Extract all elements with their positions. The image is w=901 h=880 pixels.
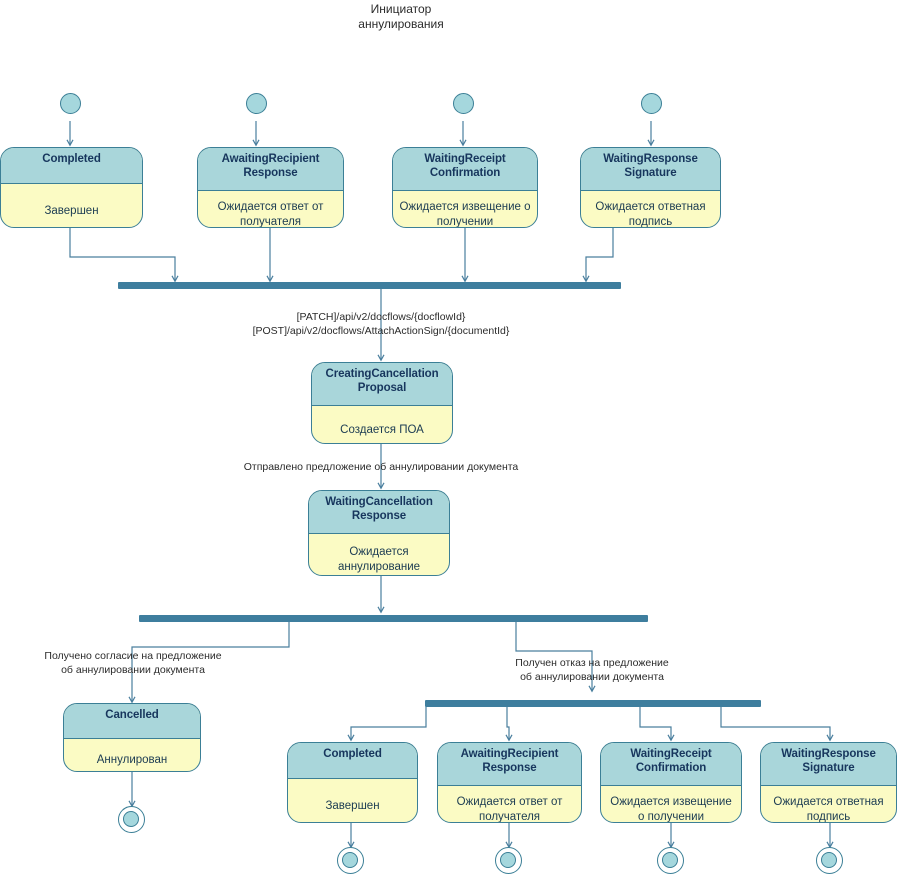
state-name: AwaitingRecipient Response (198, 148, 343, 191)
state-description: Ожидается извещение о получении (399, 200, 531, 228)
final-node-waiting-receipt (657, 847, 684, 874)
state-waiting-cancellation-response[interactable]: WaitingCancellation Response Ожидается а… (308, 490, 450, 576)
state-awaiting-recipient-response-top[interactable]: AwaitingRecipient Response Ожидается отв… (197, 147, 344, 228)
state-completed-top[interactable]: Completed Завершен (0, 147, 143, 228)
state-completed-bottom[interactable]: Completed Завершен (287, 742, 418, 823)
initial-node-completed (60, 93, 81, 114)
state-waiting-response-signature-top[interactable]: WaitingResponse Signature Ожидается отве… (580, 147, 721, 228)
state-name: Completed (288, 743, 417, 779)
state-description: Ожидается ответ от получателя (456, 795, 563, 823)
state-name: AwaitingRecipient Response (438, 743, 581, 786)
state-name: WaitingReceipt Confirmation (393, 148, 537, 191)
state-description: Создается ПОА (340, 423, 424, 436)
transition-label-api-calls: [PATCH]/api/v2/docflows/{docflowId} [POS… (252, 311, 510, 337)
state-name: WaitingResponse Signature (581, 148, 720, 191)
final-node-completed (337, 847, 364, 874)
state-name: WaitingReceipt Confirmation (601, 743, 741, 786)
state-cancelled[interactable]: Cancelled Аннулирован (63, 703, 201, 772)
state-name: WaitingResponse Signature (761, 743, 896, 786)
join-bar-top (118, 282, 621, 289)
state-description: Завершен (325, 799, 380, 812)
state-name: Completed (1, 148, 142, 184)
final-node-cancelled (118, 806, 145, 833)
state-description: Аннулирован (96, 754, 168, 766)
state-name: WaitingCancellation Response (309, 491, 449, 534)
fork-bar-rejected (425, 700, 761, 707)
transition-label-rejected: Получен отказ на предложение об аннулиро… (515, 657, 669, 683)
state-waiting-response-signature-bottom[interactable]: WaitingResponse Signature Ожидается отве… (760, 742, 897, 823)
state-description: Ожидается ответная подпись (773, 795, 884, 823)
state-description: Ожидается аннулирование (337, 546, 421, 573)
state-description: Завершен (44, 204, 99, 217)
initial-node-waiting-receipt (453, 93, 474, 114)
final-node-awaiting-recipient (495, 847, 522, 874)
initial-node-waiting-response (641, 93, 662, 114)
state-waiting-receipt-confirmation-bottom[interactable]: WaitingReceipt Confirmation Ожидается из… (600, 742, 742, 823)
state-name: Cancelled (64, 704, 200, 739)
page-title: Инициатор аннулирования (358, 2, 444, 31)
transition-label-accepted: Получено согласие на предложение об анну… (44, 650, 222, 676)
state-description: Ожидается ответная подпись (595, 200, 706, 228)
fork-bar-middle (139, 615, 648, 622)
state-name: CreatingCancellation Proposal (312, 363, 452, 406)
state-description: Ожидается ответ от получателя (217, 200, 324, 228)
state-description: Ожидается извещение о получении (610, 795, 732, 823)
initial-node-awaiting-recipient (246, 93, 267, 114)
state-waiting-receipt-confirmation-top[interactable]: WaitingReceipt Confirmation Ожидается из… (392, 147, 538, 228)
transition-label-proposal-sent: Отправлено предложение об аннулировании … (243, 461, 519, 473)
state-creating-cancellation-proposal[interactable]: CreatingCancellation Proposal Создается … (311, 362, 453, 444)
final-node-waiting-response (816, 847, 843, 874)
state-awaiting-recipient-response-bottom[interactable]: AwaitingRecipient Response Ожидается отв… (437, 742, 582, 823)
